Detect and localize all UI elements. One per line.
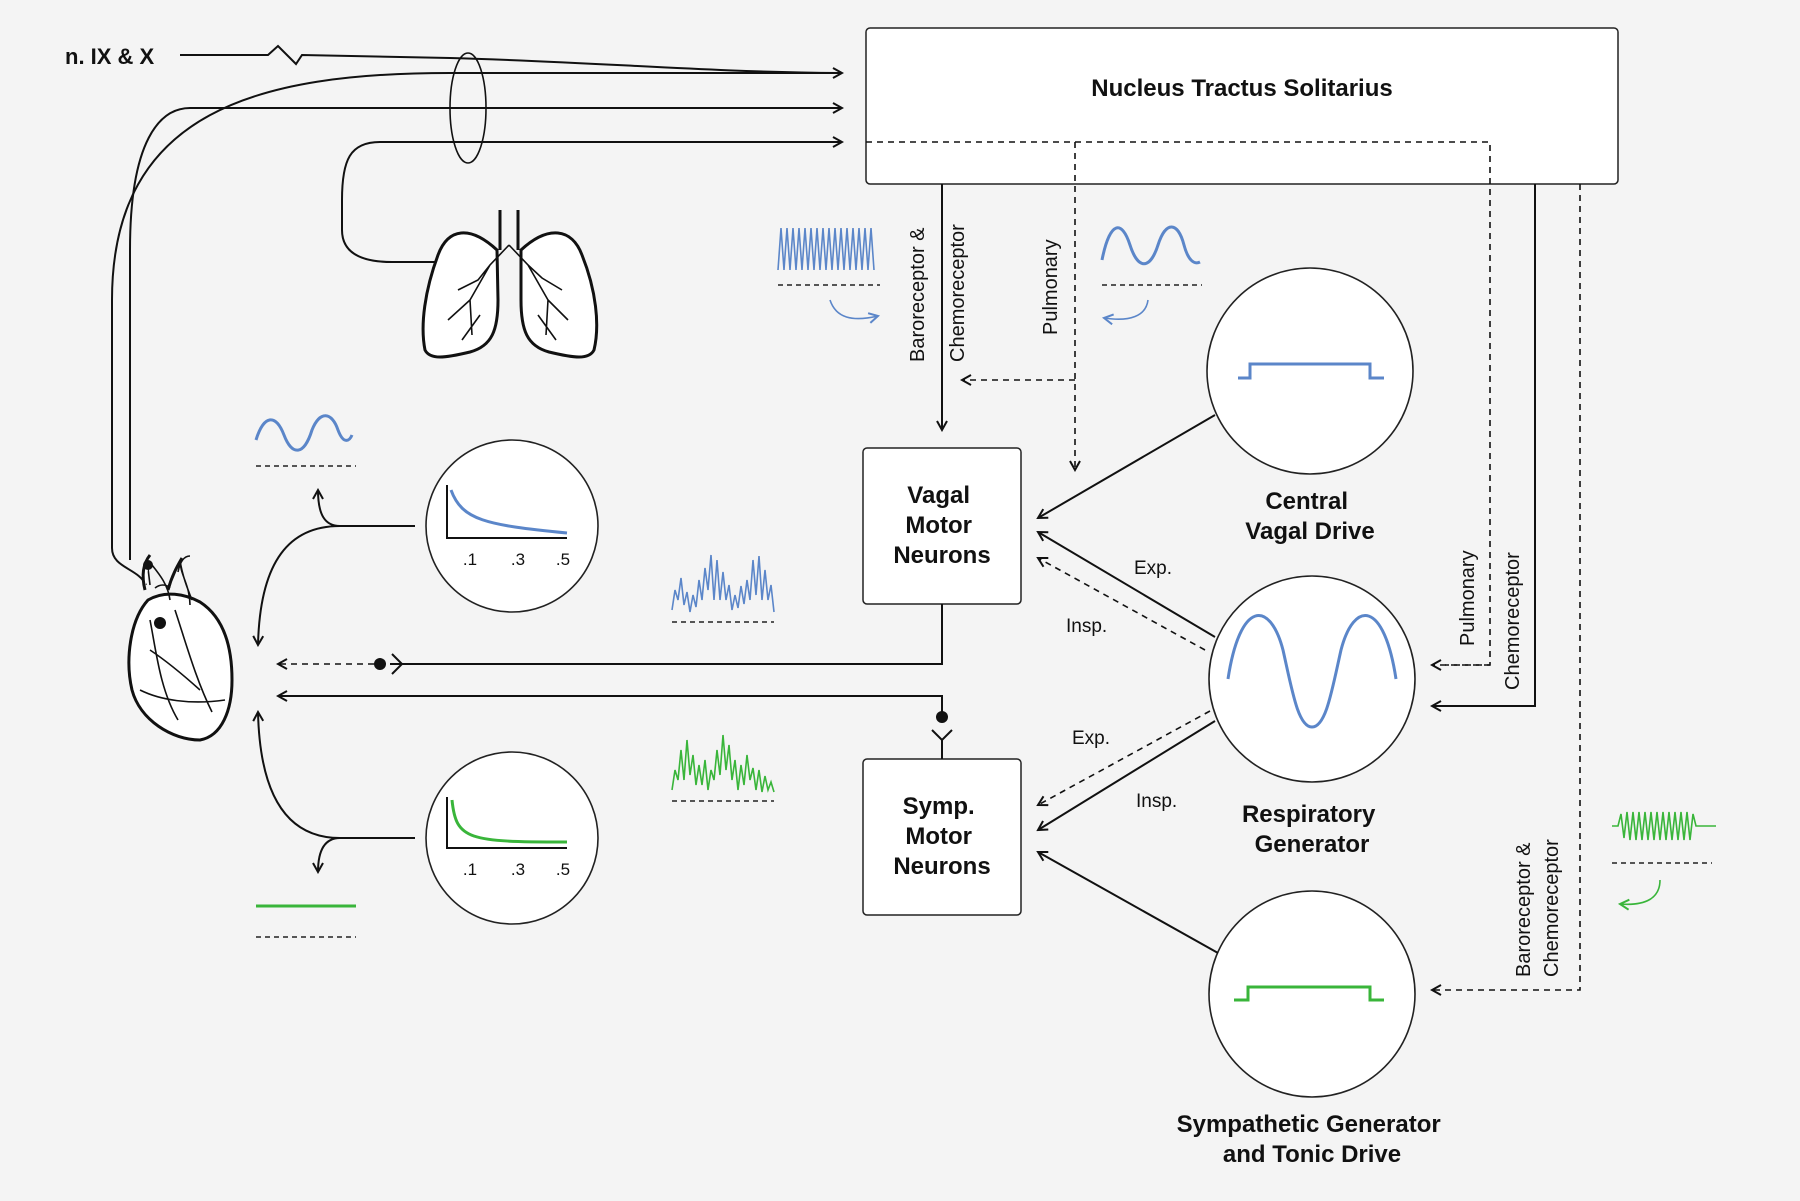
pulmonary-label-b: Pulmonary: [1457, 550, 1479, 646]
nts-outputs: [866, 141, 1581, 990]
central-vagal-label: Central Vagal Drive: [1245, 488, 1374, 545]
efferents: [258, 490, 953, 872]
baro-chemo-c-line-2: Chemoreceptor: [1541, 839, 1563, 977]
symp-motor-label: Symp. Motor Neurons: [893, 793, 990, 880]
respiratory-generator: Respiratory Generator: [1208, 575, 1416, 858]
exp-label-bottom: Exp.: [1072, 728, 1110, 749]
nerve-label: n. IX & X: [65, 44, 155, 69]
pulmonary-input-wave: [1100, 225, 1202, 319]
exp-label-top: Exp.: [1134, 558, 1172, 579]
baro-chemo-a-line-2: Chemoreceptor: [947, 224, 969, 362]
heart-rate-symp-line: [256, 904, 356, 938]
lungs-icon: [421, 210, 599, 359]
respiratory-generator-line-1: Respiratory: [1242, 801, 1376, 828]
central-vagal-line-1: Central: [1265, 488, 1348, 515]
symp-transfer-plot: .1 .3 .5: [425, 751, 599, 925]
vagal-activity-burst: [671, 554, 775, 623]
symp-tick-2: .3: [511, 860, 525, 879]
sympathetic-generator-line-1: Sympathetic Generator: [1177, 1111, 1441, 1138]
central-vagal-line-2: Vagal Drive: [1245, 518, 1374, 545]
vagal-tick-2: .3: [511, 550, 525, 569]
vagal-motor-line-3: Neurons: [893, 542, 990, 569]
sympathetic-generator-line-2: and Tonic Drive: [1223, 1141, 1401, 1168]
baro-chemo-label-a: Baroreceptor & Chemoreceptor: [907, 222, 969, 362]
heart-rate-vagal-wave: [254, 414, 356, 467]
symp-motor-line-1: Symp.: [903, 793, 975, 820]
symp-input-wave: [1612, 811, 1716, 904]
vagal-motor-label: Vagal Motor Neurons: [893, 482, 990, 569]
generator-projections: [1038, 414, 1219, 954]
central-vagal-drive: Central Vagal Drive: [1206, 267, 1414, 545]
nerve-bundle-ring: [449, 52, 487, 164]
nts-label: Nucleus Tractus Solitarius: [1091, 75, 1392, 102]
respiratory-generator-label: Respiratory Generator: [1242, 801, 1382, 858]
respiratory-generator-line-2: Generator: [1255, 831, 1370, 858]
vagal-motor-line-1: Vagal: [907, 482, 970, 509]
chemo-label-b: Chemoreceptor: [1502, 552, 1524, 690]
baro-chemo-a-line-1: Baroreceptor &: [907, 227, 929, 362]
sympathetic-generator-label: Sympathetic Generator and Tonic Drive: [1177, 1111, 1448, 1168]
symp-activity-burst: [671, 734, 775, 802]
insp-label-bottom: Insp.: [1136, 791, 1177, 812]
vagal-tick-3: .5: [556, 550, 570, 569]
insp-label-top: Insp.: [1066, 616, 1107, 637]
symp-motor-line-2: Motor: [905, 823, 972, 850]
symp-tick-1: .1: [463, 860, 477, 879]
symp-motor-line-3: Neurons: [893, 853, 990, 880]
pulmonary-label-a: Pulmonary: [1040, 239, 1062, 335]
baro-chemo-c-line-1: Baroreceptor &: [1513, 842, 1535, 977]
vagal-motor-line-2: Motor: [905, 512, 972, 539]
vagal-tick-1: .1: [463, 550, 477, 569]
sympathetic-generator: Sympathetic Generator and Tonic Drive: [1177, 890, 1448, 1168]
baro-chemo-label-c: Baroreceptor & Chemoreceptor: [1513, 837, 1563, 977]
baro-input-wave: [777, 227, 880, 319]
heart-icon: [127, 554, 234, 742]
symp-tick-3: .5: [556, 860, 570, 879]
vagal-transfer-plot: .1 .3 .5: [425, 439, 599, 613]
nts-box: [865, 27, 1619, 185]
